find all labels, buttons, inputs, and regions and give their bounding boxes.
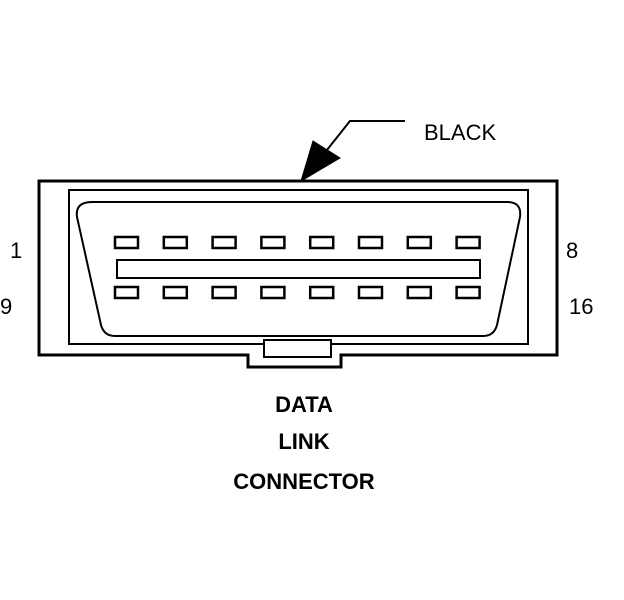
pin-cavity-3 (211, 235, 237, 250)
connector-outer-housing (37, 179, 559, 369)
caption-line-data: DATA (275, 392, 333, 417)
pin-cavity-1 (113, 235, 140, 250)
pin-label-8: 8 (566, 238, 578, 263)
pin-row-bottom (113, 285, 481, 300)
connector-key-slot (116, 259, 481, 279)
pin-label-9: 9 (0, 294, 12, 319)
callout-arrowhead (300, 140, 341, 183)
pin-label-16: 16 (569, 294, 593, 319)
connector-color-label: BLACK (424, 120, 496, 145)
pin-cavity-11 (211, 285, 237, 300)
callout-leader-line (318, 120, 405, 161)
pin-cavity-7 (406, 235, 433, 250)
connector-latch-tab (263, 339, 332, 358)
pin-label-1: 1 (10, 238, 22, 263)
pin-cavity-5 (308, 235, 335, 250)
black-callout (300, 120, 405, 183)
pin-cavity-13 (308, 285, 335, 300)
pin-cavity-10 (162, 285, 189, 300)
pin-cavity-12 (260, 285, 286, 300)
caption-line-connector: CONNECTOR (233, 469, 374, 494)
pin-row-top (113, 235, 481, 250)
pin-cavity-14 (357, 285, 384, 300)
pin-cavity-16 (455, 285, 481, 300)
pin-cavity-8 (455, 235, 481, 250)
pin-cavity-2 (162, 235, 189, 250)
pin-cavity-4 (260, 235, 286, 250)
pin-cavity-15 (406, 285, 433, 300)
pin-cavity-9 (113, 285, 140, 300)
connector-inner-frame (68, 189, 529, 345)
caption-line-link: LINK (278, 429, 329, 454)
connector-socket-face (75, 201, 522, 337)
pin-cavity-6 (357, 235, 384, 250)
